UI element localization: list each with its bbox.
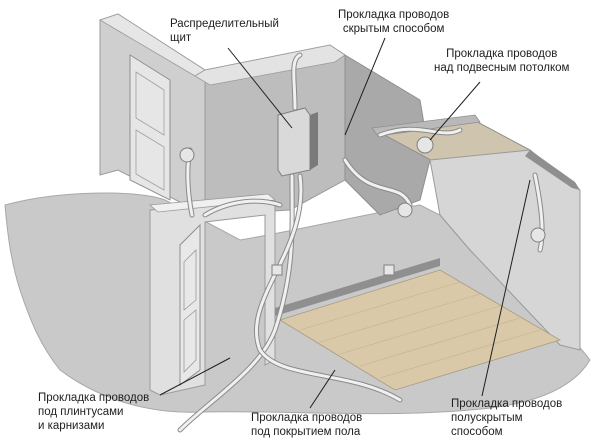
junction-box-center: [397, 202, 413, 218]
label-suspended-ceiling-line1: Прокладка проводов: [446, 48, 558, 60]
outlet-center: [383, 264, 395, 276]
right-wall-top: [525, 150, 580, 190]
label-suspended-ceiling: Прокладка проводов над подвесным потолко…: [434, 47, 569, 75]
leader-lines: [159, 37, 531, 409]
label-suspended-ceiling-line2: над подвесным потолком: [434, 62, 570, 74]
label-floor-covering-line2: под покрытием пола: [251, 426, 361, 438]
label-distribution-board: Распределительный щит: [170, 17, 279, 45]
back-door: [129, 54, 171, 201]
label-floor-covering: Прокладка проводов под покрытием пола: [251, 411, 362, 439]
label-floor-covering-line1: Прокладка проводов: [251, 412, 363, 424]
label-distribution-board-line1: Распределительный: [170, 18, 279, 30]
label-baseboards-line3: и карнизами: [38, 420, 105, 432]
label-distribution-board-line2: щит: [170, 32, 192, 44]
label-concealed-line2: скрытым способом: [342, 23, 445, 35]
label-baseboards: Прокладка проводов под плинтусами и карн…: [38, 391, 149, 433]
label-semi-concealed-line2: полускрытым: [451, 412, 523, 424]
label-baseboards-line2: под плинтусами: [38, 406, 124, 418]
junction-box-right: [530, 227, 546, 243]
front-wall-top: [149, 193, 276, 213]
outlet-left: [271, 264, 283, 276]
label-semi-concealed-line1: Прокладка проводов: [451, 398, 563, 410]
label-baseboards-line1: Прокладка проводов: [38, 392, 150, 404]
label-semi-concealed: Прокладка проводов полускрытым способом: [451, 397, 562, 439]
label-concealed-line1: Прокладка проводов: [338, 9, 450, 21]
junction-box-ceiling: [416, 136, 434, 154]
junction-box-left: [179, 147, 195, 163]
distribution-board-box: [277, 107, 311, 177]
label-semi-concealed-line3: способом: [451, 426, 503, 438]
baseboard: [275, 258, 440, 316]
label-concealed: Прокладка проводов скрытым способом: [338, 8, 449, 36]
